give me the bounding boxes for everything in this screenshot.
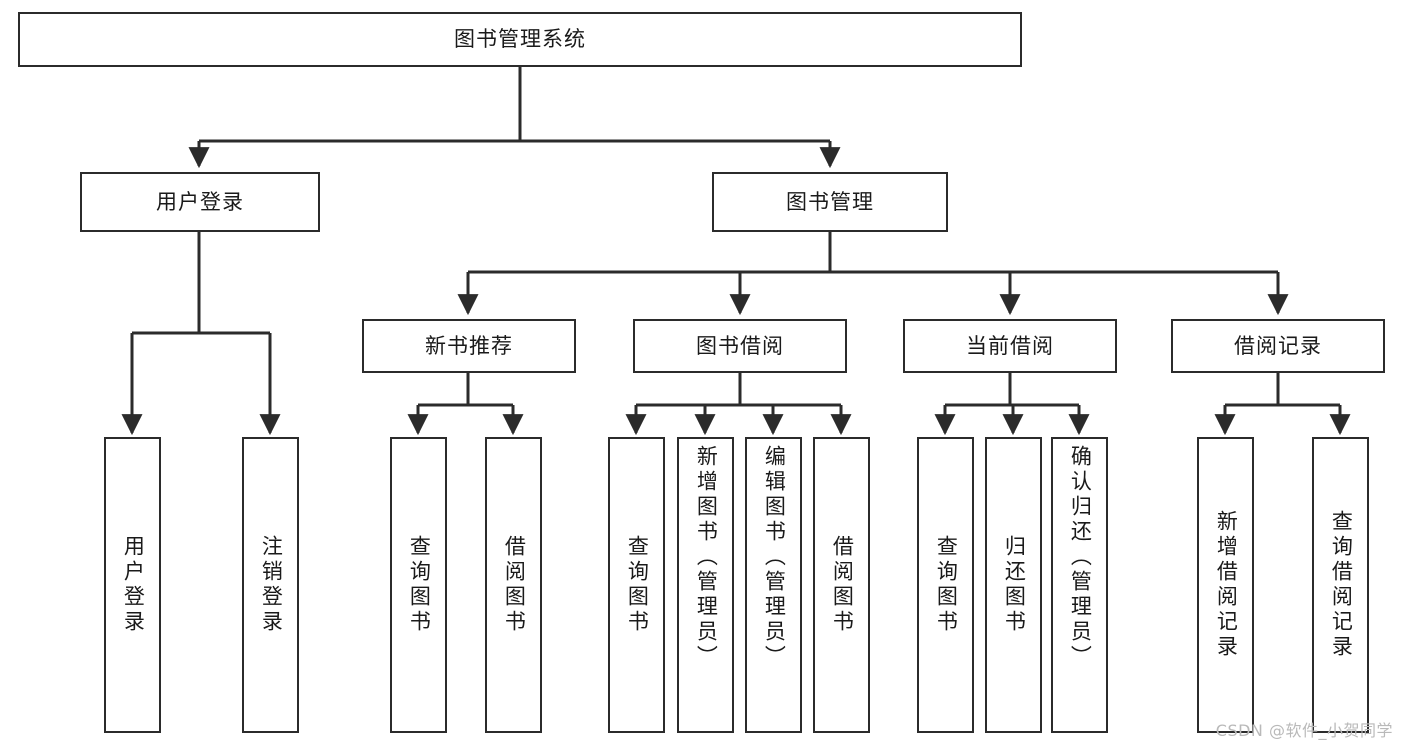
leaf-book-borrow-borrow[interactable]: 借阅图书 xyxy=(813,437,870,733)
node-current-borrow[interactable]: 当前借阅 xyxy=(903,319,1117,373)
node-book-borrow-label: 图书借阅 xyxy=(696,333,784,358)
leaf-borrow-record-query[interactable]: 查询借阅记录 xyxy=(1312,437,1369,733)
leaf-book-borrow-borrow-label: 借阅图书 xyxy=(830,535,855,635)
node-book-management[interactable]: 图书管理 xyxy=(712,172,948,232)
node-borrow-record[interactable]: 借阅记录 xyxy=(1171,319,1385,373)
leaf-current-borrow-confirm[interactable]: 确认归还（管理员） xyxy=(1051,437,1108,733)
leaf-book-borrow-add-label: 新增图书（管理员） xyxy=(694,445,719,670)
node-new-book-recommend-label: 新书推荐 xyxy=(425,333,513,358)
leaf-user-login-login-label: 用户登录 xyxy=(121,535,146,635)
leaf-book-borrow-query[interactable]: 查询图书 xyxy=(608,437,665,733)
leaf-new-book-borrow[interactable]: 借阅图书 xyxy=(485,437,542,733)
leaf-current-borrow-return[interactable]: 归还图书 xyxy=(985,437,1042,733)
leaf-current-borrow-confirm-label: 确认归还（管理员） xyxy=(1068,445,1093,670)
leaf-current-borrow-query-label: 查询图书 xyxy=(934,535,959,635)
leaf-user-login-logout-label: 注销登录 xyxy=(259,535,284,635)
leaf-user-login-logout[interactable]: 注销登录 xyxy=(242,437,299,733)
leaf-new-book-query[interactable]: 查询图书 xyxy=(390,437,447,733)
leaf-new-book-query-label: 查询图书 xyxy=(407,535,432,635)
node-root-label: 图书管理系统 xyxy=(454,27,586,52)
leaf-borrow-record-add[interactable]: 新增借阅记录 xyxy=(1197,437,1254,733)
leaf-new-book-borrow-label: 借阅图书 xyxy=(502,535,527,635)
leaf-borrow-record-add-label: 新增借阅记录 xyxy=(1214,510,1239,660)
node-current-borrow-label: 当前借阅 xyxy=(966,333,1054,358)
leaf-book-borrow-query-label: 查询图书 xyxy=(625,535,650,635)
leaf-book-borrow-add[interactable]: 新增图书（管理员） xyxy=(677,437,734,733)
leaf-current-borrow-return-label: 归还图书 xyxy=(1002,535,1027,635)
node-root[interactable]: 图书管理系统 xyxy=(18,12,1022,67)
node-book-management-label: 图书管理 xyxy=(786,189,874,214)
csdn-watermark: CSDN @软件_小贺同学 xyxy=(1215,721,1393,740)
leaf-borrow-record-query-label: 查询借阅记录 xyxy=(1329,510,1354,660)
leaf-user-login-login[interactable]: 用户登录 xyxy=(104,437,161,733)
leaf-current-borrow-query[interactable]: 查询图书 xyxy=(917,437,974,733)
node-new-book-recommend[interactable]: 新书推荐 xyxy=(362,319,576,373)
node-borrow-record-label: 借阅记录 xyxy=(1234,333,1322,358)
node-book-borrow[interactable]: 图书借阅 xyxy=(633,319,847,373)
leaf-book-borrow-edit-label: 编辑图书（管理员） xyxy=(762,445,787,670)
leaf-book-borrow-edit[interactable]: 编辑图书（管理员） xyxy=(745,437,802,733)
node-user-login-label: 用户登录 xyxy=(156,189,244,214)
node-user-login[interactable]: 用户登录 xyxy=(80,172,320,232)
